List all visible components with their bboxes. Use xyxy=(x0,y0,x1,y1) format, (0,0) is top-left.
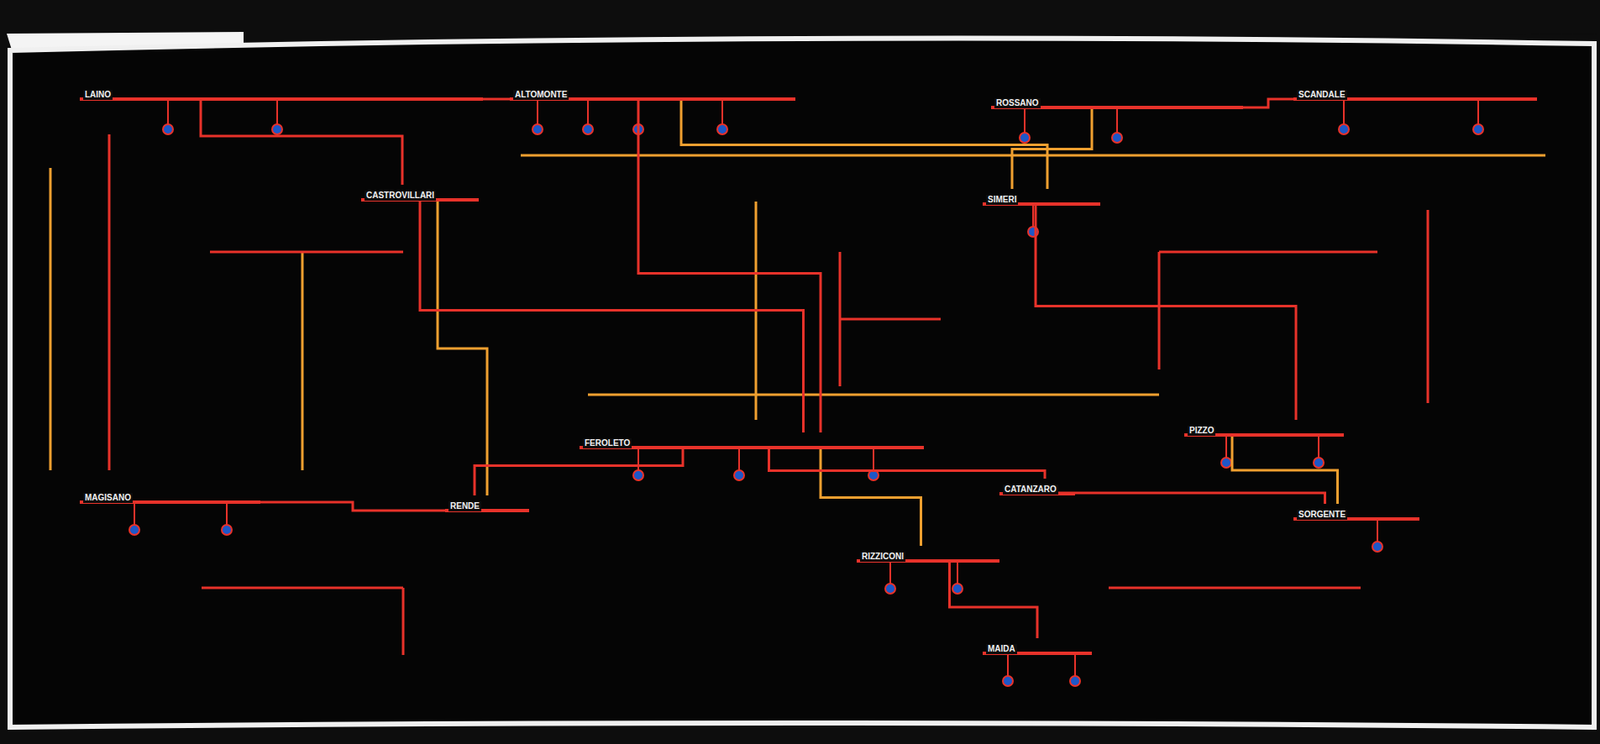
busbar: RENDE xyxy=(445,495,530,513)
substation-name: PIZZO xyxy=(1187,425,1216,436)
transmission-line xyxy=(260,502,446,511)
transmission-line xyxy=(949,562,1039,639)
substation-name: ALTOMONTE xyxy=(513,89,569,100)
substation-name: SIMERI xyxy=(986,194,1018,205)
transmission-line xyxy=(769,449,1046,479)
transmission-line xyxy=(681,100,1048,189)
substation-name: MAIDA xyxy=(986,644,1018,655)
transmission-line xyxy=(419,201,804,433)
transmission-line xyxy=(200,100,403,185)
transmission-line xyxy=(482,98,510,101)
transmission-line xyxy=(638,100,821,433)
substation-name: SORGENTE xyxy=(1296,509,1348,520)
substation-name: RENDE xyxy=(448,501,482,512)
busbar: SIMERI xyxy=(982,188,1101,206)
substation-name: LAINO xyxy=(83,89,113,100)
busbar: CASTROVILLARI xyxy=(361,184,479,202)
busbar: ALTOMONTE xyxy=(509,83,796,101)
transmission-line xyxy=(437,201,488,496)
substation-name: FEROLETO xyxy=(582,438,632,449)
substation-name: ROSSANO xyxy=(994,98,1041,109)
busbar: ROSSANO xyxy=(991,92,1244,110)
busbar: SCANDALE xyxy=(1293,83,1538,101)
busbar: CATANZARO xyxy=(999,478,1076,496)
busbar: RIZZICONI xyxy=(856,545,1000,563)
transmission-line xyxy=(820,449,922,546)
transmission-line xyxy=(1035,205,1296,420)
substation-name: RIZZICONI xyxy=(860,551,906,562)
transmission-line xyxy=(474,449,683,496)
substation-name: SCANDALE xyxy=(1296,89,1348,100)
transmission-line xyxy=(1232,436,1338,504)
transmission-line xyxy=(1012,109,1092,189)
busbar: MAGISANO xyxy=(79,487,261,504)
busbar: FEROLETO xyxy=(579,432,924,450)
substation-name: CATANZARO xyxy=(1002,484,1059,495)
busbar: SORGENTE xyxy=(1293,503,1420,521)
substation-name: CASTROVILLARI xyxy=(364,190,436,201)
busbar: MAIDA xyxy=(982,638,1092,656)
busbar: LAINO xyxy=(79,83,483,101)
transmission-line xyxy=(1243,99,1294,108)
busbar: PIZZO xyxy=(1184,419,1344,437)
substation-name: MAGISANO xyxy=(83,493,133,504)
